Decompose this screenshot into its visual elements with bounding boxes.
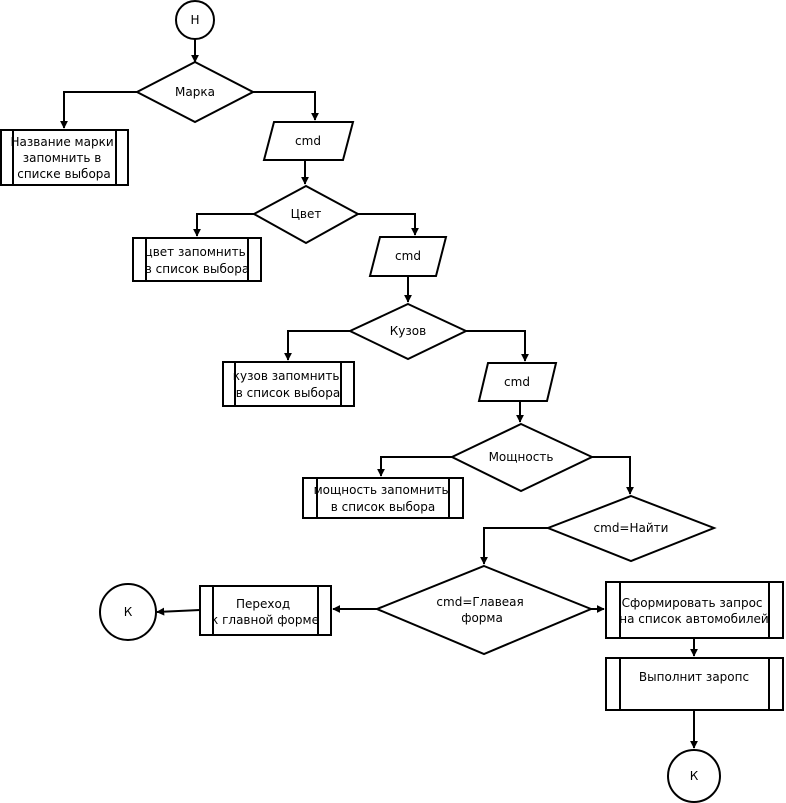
decision-main-form: cmd=Главеая форма [374,564,594,656]
process-save-brand: Название марки запомнить в списке выбора [0,129,129,186]
end-bottom-label: К [690,769,699,783]
process-go-main-text: Переход к главной форме [211,597,319,627]
end-bottom-node: К [667,749,721,803]
process-save-body-line-1: кузов запомнить [233,369,340,383]
decision-find-label: cmd=Найти [594,521,669,535]
decision-main-form-line-1: cmd=Главеая [436,595,523,609]
process-save-power-line-1: мощность запомнить [314,483,449,497]
decision-find: cmd=Найти [545,494,717,563]
process-save-power-line-2: в список выбора [331,500,435,514]
process-build-query-line-2: на список автомобилей [619,612,768,626]
decision-body: Кузов [347,302,469,361]
end-left-label: К [124,605,133,619]
io-cmd-2: cmd [368,236,448,277]
process-save-power: мощность запомнить в список выбора [302,477,464,519]
edge-go-main-to-end-left [156,607,201,616]
decision-power-label: Мощность [489,450,554,464]
process-save-color: цвет запомнить в список выбора [132,237,262,282]
process-save-body-text: кузов запомнить в список выбора [233,369,343,400]
process-build-query: Сформировать запрос на список автомобиле… [605,581,784,639]
start-label: Н [190,13,199,27]
edge-brand-to-save-brand [60,91,137,129]
decision-brand-label: Марка [175,85,215,99]
io-cmd-1-label: cmd [295,134,321,148]
edges [60,39,698,749]
decision-body-label: Кузов [390,324,426,338]
edge-brand-to-cmd1 [253,91,319,121]
process-save-brand-line-1: Название марки [11,135,114,149]
process-save-power-text: мощность запомнить в список выбора [314,483,453,514]
process-save-color-text: цвет запомнить в список выбора [145,245,250,276]
edge-color-to-cmd2 [358,213,419,236]
edge-power-to-find [592,456,634,495]
decision-main-form-line-2: форма [461,611,503,625]
process-run-query-label: Выполнит заропс [639,670,749,684]
process-go-main-line-1: Переход [236,597,290,611]
process-run-query: Выполнит заропс [605,657,784,711]
edge-body-to-cmd3 [466,330,529,362]
process-go-main-line-2: к главной форме [211,613,319,627]
io-cmd-1: cmd [262,121,355,161]
decision-color-label: Цвет [291,207,322,221]
process-save-body-line-2: в список выбора [236,386,340,400]
process-build-query-line-1: Сформировать запрос [622,596,763,610]
process-save-brand-line-2: запомнить в [23,151,102,165]
decision-main-form-text: cmd=Главеая форма [436,595,527,625]
io-cmd-2-label: cmd [395,249,421,263]
edge-find-to-main-form [480,527,548,565]
start-node: Н [175,0,215,40]
io-cmd-3: cmd [477,362,558,402]
decision-brand: Марка [134,60,256,124]
process-build-query-text: Сформировать запрос на список автомобиле… [619,596,768,626]
edge-color-to-save-color [193,213,254,237]
io-cmd-3-label: cmd [504,375,530,389]
process-save-body: кузов запомнить в список выбора [222,361,355,407]
decision-color: Цвет [251,184,361,245]
process-save-color-line-1: цвет запомнить [145,245,246,259]
end-left-node: К [99,583,157,641]
process-save-brand-line-3: списке выбора [17,167,111,181]
process-go-main: Переход к главной форме [199,585,332,636]
decision-power: Мощность [449,422,595,493]
process-save-brand-text: Название марки запомнить в списке выбора [11,135,118,181]
edge-power-to-save-power [377,456,452,477]
process-save-color-line-2: в список выбора [145,262,249,276]
edge-body-to-save-body [284,330,350,361]
